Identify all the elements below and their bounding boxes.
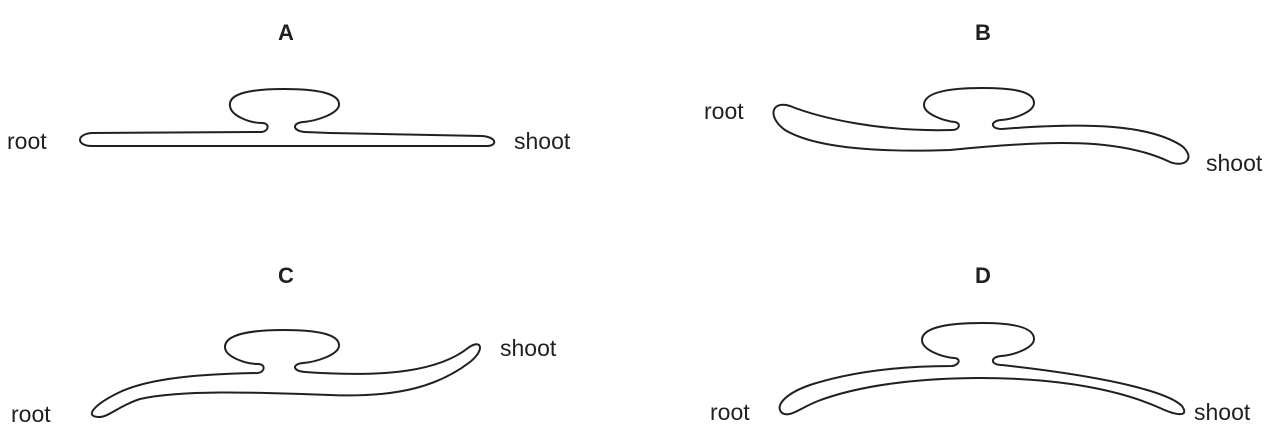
- panel-c-shoot-label: shoot: [500, 335, 557, 361]
- panel-b-root-label: root: [704, 98, 744, 124]
- panel-d-seedling: [778, 322, 1186, 416]
- panel-c-root-label: root: [11, 401, 51, 427]
- panel-a: A root shoot: [7, 20, 571, 154]
- panel-b-seedling: [772, 87, 1190, 165]
- panel-b: B root shoot: [704, 20, 1263, 176]
- panel-a-shoot-label: shoot: [514, 128, 571, 154]
- panel-a-seedling: [79, 88, 496, 147]
- panel-d-root-label: root: [710, 399, 750, 425]
- panel-c-seedling: [91, 329, 481, 419]
- panel-b-title: B: [975, 20, 991, 45]
- panel-c-title: C: [278, 263, 294, 288]
- panel-d-title: D: [975, 263, 991, 288]
- panel-c: C root shoot: [11, 263, 557, 427]
- panel-a-root-label: root: [7, 128, 47, 154]
- panel-a-title: A: [278, 20, 294, 45]
- panel-d-shoot-label: shoot: [1194, 399, 1251, 425]
- panel-b-shoot-label: shoot: [1206, 150, 1263, 176]
- panel-d: D root shoot: [710, 263, 1251, 425]
